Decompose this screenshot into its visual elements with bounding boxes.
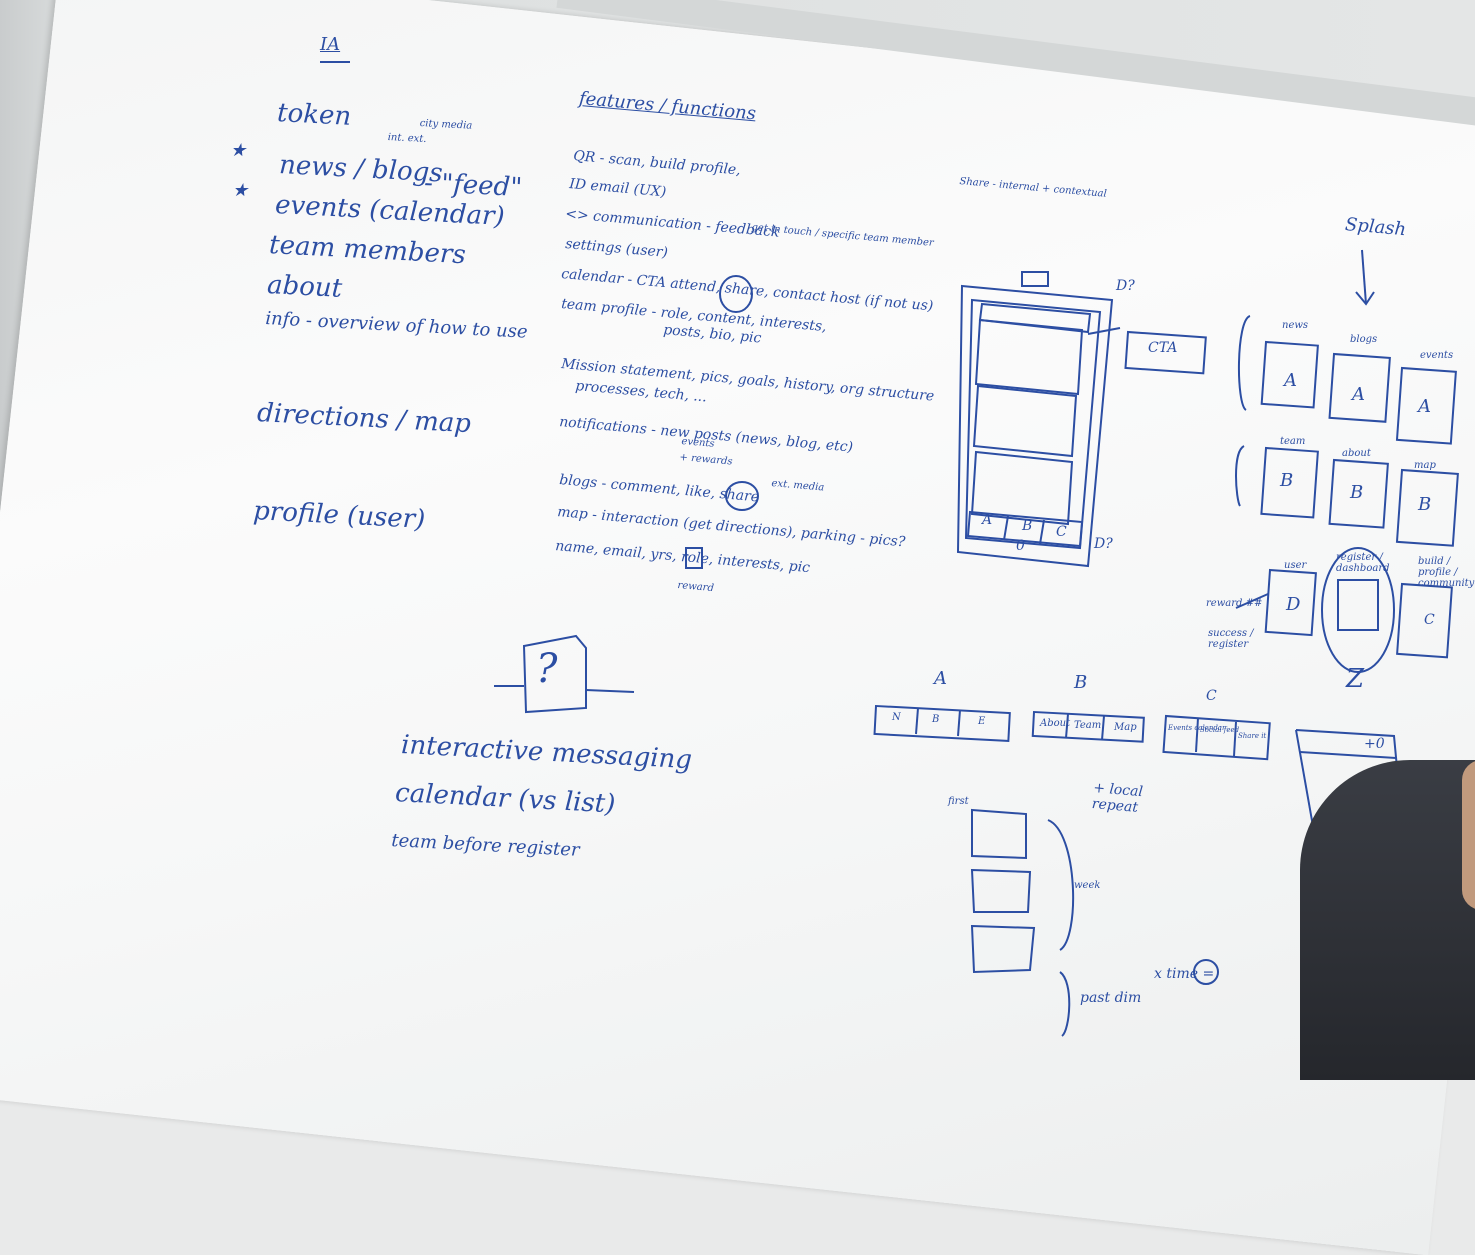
nav-c-heading: C <box>1206 688 1217 704</box>
nav-b-item: About <box>1040 718 1071 729</box>
star-icon: ★ <box>232 180 249 201</box>
reward-note: reward ## <box>1206 598 1263 609</box>
row-b-cell: B <box>1418 494 1432 515</box>
week-note: week <box>1074 880 1101 891</box>
row-d-label: build / profile / community <box>1418 556 1475 589</box>
row-a-cell: A <box>1418 396 1431 417</box>
first-note: first <box>948 796 969 807</box>
nav-c-item: Share it <box>1238 732 1267 740</box>
row-d-cell: C <box>1424 612 1435 628</box>
phone-tab-c: C <box>1056 524 1067 540</box>
ia-heading: IA <box>320 34 341 55</box>
nav-a-heading: A <box>934 668 947 689</box>
row-b-cell: B <box>1280 470 1294 491</box>
nav-a-item: N <box>892 712 901 723</box>
row-d-cell: D <box>1286 594 1301 615</box>
cta-box <box>1124 330 1207 375</box>
row-a-label: events <box>1420 350 1454 361</box>
row-d-label: register / dashboard <box>1336 552 1390 574</box>
person-shoulder <box>1300 760 1475 1080</box>
row-a-label: news <box>1282 320 1309 331</box>
phone-tab-b: B <box>1022 518 1033 534</box>
nav-b-heading: B <box>1074 672 1088 693</box>
phone-tab-a: A <box>982 512 993 528</box>
nav-a-item: E <box>978 716 986 727</box>
x-time-note: x time = <box>1154 966 1215 982</box>
phone-zero: 0 <box>1016 538 1025 554</box>
row-b-cell: B <box>1350 482 1364 503</box>
row-b-label: map <box>1414 460 1436 471</box>
success-note: success / register <box>1208 628 1254 650</box>
past-dim-note: past dim <box>1080 990 1142 1006</box>
whiteboard-sketches <box>320 61 1459 1037</box>
person-head <box>1462 760 1475 910</box>
star-icon: ★ <box>230 140 247 161</box>
plus-zero: +0 <box>1364 736 1385 752</box>
d-question-bottom: D? <box>1094 536 1113 552</box>
nav-b-item: Team <box>1074 720 1102 731</box>
cta-label: CTA <box>1148 340 1178 356</box>
row-b-label: about <box>1342 448 1371 459</box>
nav-a-item: B <box>932 714 940 725</box>
nav-b-item: Map <box>1114 722 1137 733</box>
row-b-label: team <box>1280 436 1306 447</box>
d-question-top: D? <box>1116 278 1135 294</box>
question-mark: ? <box>536 646 558 692</box>
row-a-cell: A <box>1284 370 1297 391</box>
row-a-label: blogs <box>1350 334 1378 345</box>
phone-sketch <box>956 271 1121 568</box>
row-d-label: user <box>1284 560 1307 571</box>
nav-c-item: Social feed <box>1200 726 1240 734</box>
row-a-cell: A <box>1352 384 1365 405</box>
